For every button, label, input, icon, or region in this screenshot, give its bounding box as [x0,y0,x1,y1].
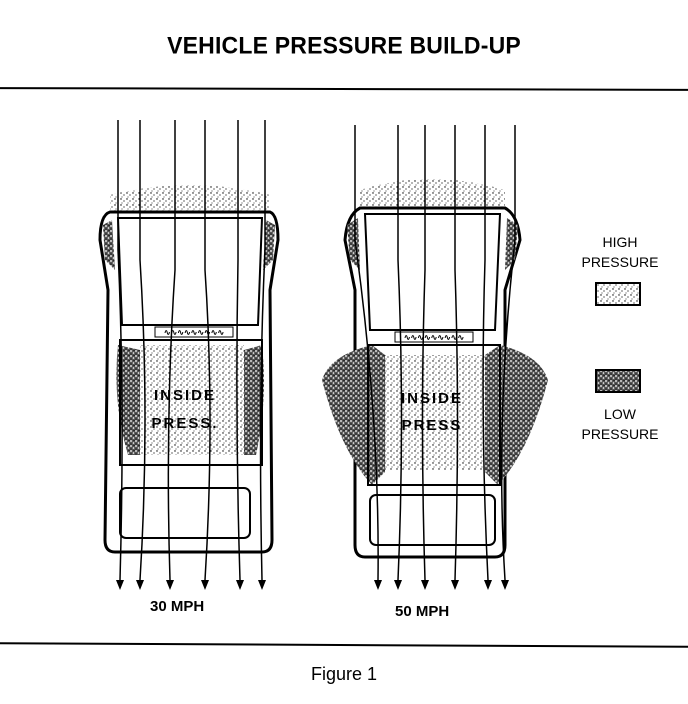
speed-label-30mph: 30 MPH [150,598,205,615]
svg-text:∿∿∿∿∿∿∿∿∿: ∿∿∿∿∿∿∿∿∿ [404,333,465,342]
svg-text:∿∿∿∿∿∿∿∿∿: ∿∿∿∿∿∿∿∿∿ [164,328,225,337]
figure-caption: Figure 1 [310,664,378,684]
legend-low-line2: PRESSURE [581,426,659,442]
tailgate [119,487,251,539]
airflow-arrowheads-30mph [116,580,266,590]
diagram-title: VEHICLE PRESSURE BUILD-UP [167,31,521,59]
windshield [116,217,264,326]
legend-low-line1: LOW [604,406,636,422]
legend-high-label: HIGH PRESSURE [566,232,674,272]
inside-label-line2: PRESS. [151,415,218,432]
legend-high-pressure-swatch [595,282,641,306]
airflow-lines-50mph [354,125,516,581]
inside-label-line1: INSIDE [154,387,216,404]
legend-high-line2: PRESSURE [581,254,659,270]
legend-low-label: LOW PRESSURE [566,404,674,444]
airflow-arrowheads-50mph [374,580,509,590]
vehicle-30mph: ∿∿∿∿∿∿∿∿∿ INSIDE PRESS. [98,185,280,554]
speed-label-50mph: 50 MPH [395,603,450,620]
low-pressure-zone-right [244,345,264,455]
vehicle-50mph: ∿∿∿∿∿∿∿∿∿ INSIDE PRESS [322,179,548,559]
legend-high-line1: HIGH [602,234,638,250]
legend-low-pressure-swatch [595,369,641,393]
inside-label-line2: PRESS [402,417,463,434]
airflow-lines-30mph [117,120,266,581]
inside-pressure-zone [140,345,244,455]
high-pressure-zone-front [110,185,270,212]
inside-label-line1: INSIDE [401,390,463,407]
